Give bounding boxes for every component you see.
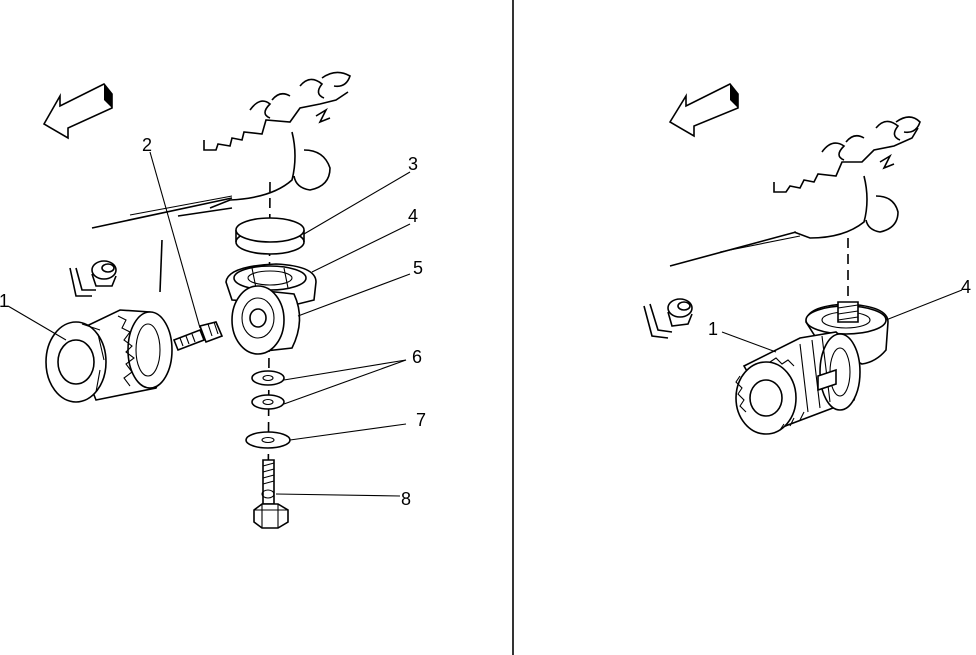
adapter-flange bbox=[231, 285, 301, 355]
left-view: 1 2 3 4 5 6 7 8 bbox=[0, 71, 426, 529]
callout-2: 2 bbox=[142, 135, 152, 155]
seal-ring bbox=[235, 217, 305, 255]
callout-labels: 1 4 bbox=[708, 277, 971, 339]
sensor-symbol-icon bbox=[69, 260, 117, 297]
oil-filter bbox=[735, 331, 861, 435]
right-view: 1 4 bbox=[643, 82, 971, 435]
sensor-symbol-icon bbox=[643, 298, 693, 339]
callout-3: 3 bbox=[408, 154, 418, 174]
washers bbox=[251, 370, 285, 410]
filter-adapter bbox=[805, 301, 889, 365]
callout-1: 1 bbox=[0, 291, 9, 311]
engine-block bbox=[669, 116, 921, 267]
adapter-bolt bbox=[253, 459, 289, 529]
callout-1: 1 bbox=[708, 319, 718, 339]
forward-arrow-icon bbox=[42, 82, 113, 140]
seal-washer bbox=[245, 431, 291, 449]
threaded-fitting bbox=[172, 321, 224, 352]
leader-lines bbox=[721, 289, 963, 353]
callout-7: 7 bbox=[416, 410, 426, 430]
engine-block bbox=[91, 71, 351, 293]
callout-labels: 1 2 3 4 5 6 7 8 bbox=[0, 135, 426, 509]
callout-4: 4 bbox=[408, 206, 418, 226]
callout-4: 4 bbox=[961, 277, 971, 297]
callout-8: 8 bbox=[401, 489, 411, 509]
leader-lines bbox=[7, 151, 411, 497]
oil-filter bbox=[45, 309, 173, 403]
callout-6: 6 bbox=[412, 347, 422, 367]
forward-arrow-icon bbox=[668, 82, 739, 138]
callout-5: 5 bbox=[413, 258, 423, 278]
